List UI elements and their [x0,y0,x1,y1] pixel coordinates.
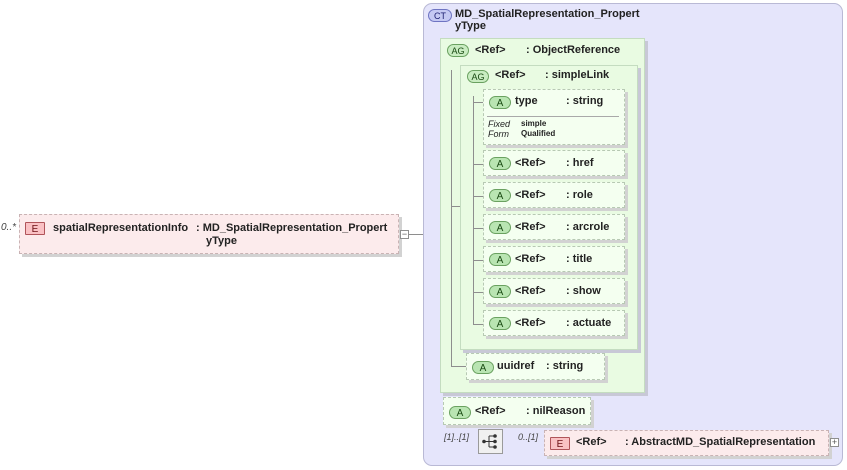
connector-to-href [473,164,483,165]
attribute-uuidref[interactable]: A uuidref : string [466,353,605,380]
object-reference-type: : ObjectReference [526,44,621,56]
type-attribute-type: : string [566,95,604,107]
fixed-value: simple [521,119,547,128]
href-type: : href [566,157,594,169]
type-attribute-divider [487,116,619,117]
connector-outer-group-vertical [451,70,452,366]
connector-to-arcrole [473,228,483,229]
element-badge: E [25,222,45,235]
form-label: Form [488,129,509,139]
uuidref-name: uuidref [497,360,535,372]
connector-to-type [473,102,483,103]
attribute-title[interactable]: A <Ref> : title [483,246,625,272]
role-type: : role [566,189,593,201]
element-collapse-toggle[interactable]: − [400,229,409,239]
abstract-element-type: : AbstractMD_SpatialRepresentation [625,436,816,448]
role-badge: A [489,189,511,202]
attribute-nil-reason[interactable]: A <Ref> : nilReason [443,397,591,425]
title-ref: <Ref> [515,253,546,265]
connector-to-uuidref [451,366,466,367]
connector-inner-group-vertical [473,96,474,324]
type-attribute-badge: A [489,96,511,109]
element-type-line1: : MD_SpatialRepresentation_Propert [196,222,388,234]
attribute-show[interactable]: A <Ref> : show [483,278,625,304]
nil-reason-badge: A [449,406,471,419]
simple-link-ref: <Ref> [495,69,526,81]
abstract-element-multiplicity: 0..[1] [518,432,539,442]
element-name: spatialRepresentationInfo [53,222,189,234]
spatial-representation-info-element[interactable]: E spatialRepresentationInfo : MD_Spatial… [19,214,399,254]
abstract-element-badge: E [550,437,570,450]
role-ref: <Ref> [515,189,546,201]
connector-to-role [473,196,483,197]
sequence-icon [482,434,497,449]
abstract-spatial-representation-element[interactable]: E <Ref> : AbstractMD_SpatialRepresentati… [544,430,829,456]
type-attribute-name: type [515,95,538,107]
connector-to-show [473,292,483,293]
complex-type-badge: CT [428,9,452,22]
arcrole-type: : arcrole [566,221,610,233]
title-badge: A [489,253,511,266]
abstract-element-expand-toggle[interactable]: + [830,437,839,447]
object-reference-ref: <Ref> [475,44,506,56]
nil-reason-type: : nilReason [526,405,586,417]
actuate-ref: <Ref> [515,317,546,329]
show-badge: A [489,285,511,298]
show-type: : show [566,285,601,297]
element-multiplicity: 0..* [1,222,17,233]
sequence-multiplicity: [1]..[1] [444,432,470,442]
connector-element-to-ct [409,234,433,235]
attribute-role[interactable]: A <Ref> : role [483,182,625,208]
attribute-href[interactable]: A <Ref> : href [483,150,625,176]
show-ref: <Ref> [515,285,546,297]
nil-reason-ref: <Ref> [475,405,506,417]
actuate-type: : actuate [566,317,612,329]
connector-to-actuate [473,324,483,325]
connector-to-title [473,260,483,261]
simple-link-badge: AG [467,70,489,83]
uuidref-badge: A [472,361,494,374]
fixed-label: Fixed [488,119,511,129]
type-attribute[interactable]: A type : string Fixed simple Form Qualif… [483,89,625,145]
object-reference-badge: AG [447,44,469,57]
connector-to-simplelink [451,206,460,207]
attribute-arcrole[interactable]: A <Ref> : arcrole [483,214,625,240]
uuidref-type: : string [546,360,584,372]
title-type: : title [566,253,593,265]
element-type-line2: yType [206,235,237,247]
attribute-actuate[interactable]: A <Ref> : actuate [483,310,625,336]
actuate-badge: A [489,317,511,330]
arcrole-badge: A [489,221,511,234]
complex-type-name-line2: yType [455,20,486,32]
abstract-element-ref: <Ref> [576,436,607,448]
simple-link-type: : simpleLink [545,69,610,81]
href-badge: A [489,157,511,170]
form-value: Qualified [521,129,556,138]
arcrole-ref: <Ref> [515,221,546,233]
href-ref: <Ref> [515,157,546,169]
complex-type-name-line1: MD_SpatialRepresentation_Propert [455,8,640,20]
sequence-compositor[interactable] [478,429,503,454]
